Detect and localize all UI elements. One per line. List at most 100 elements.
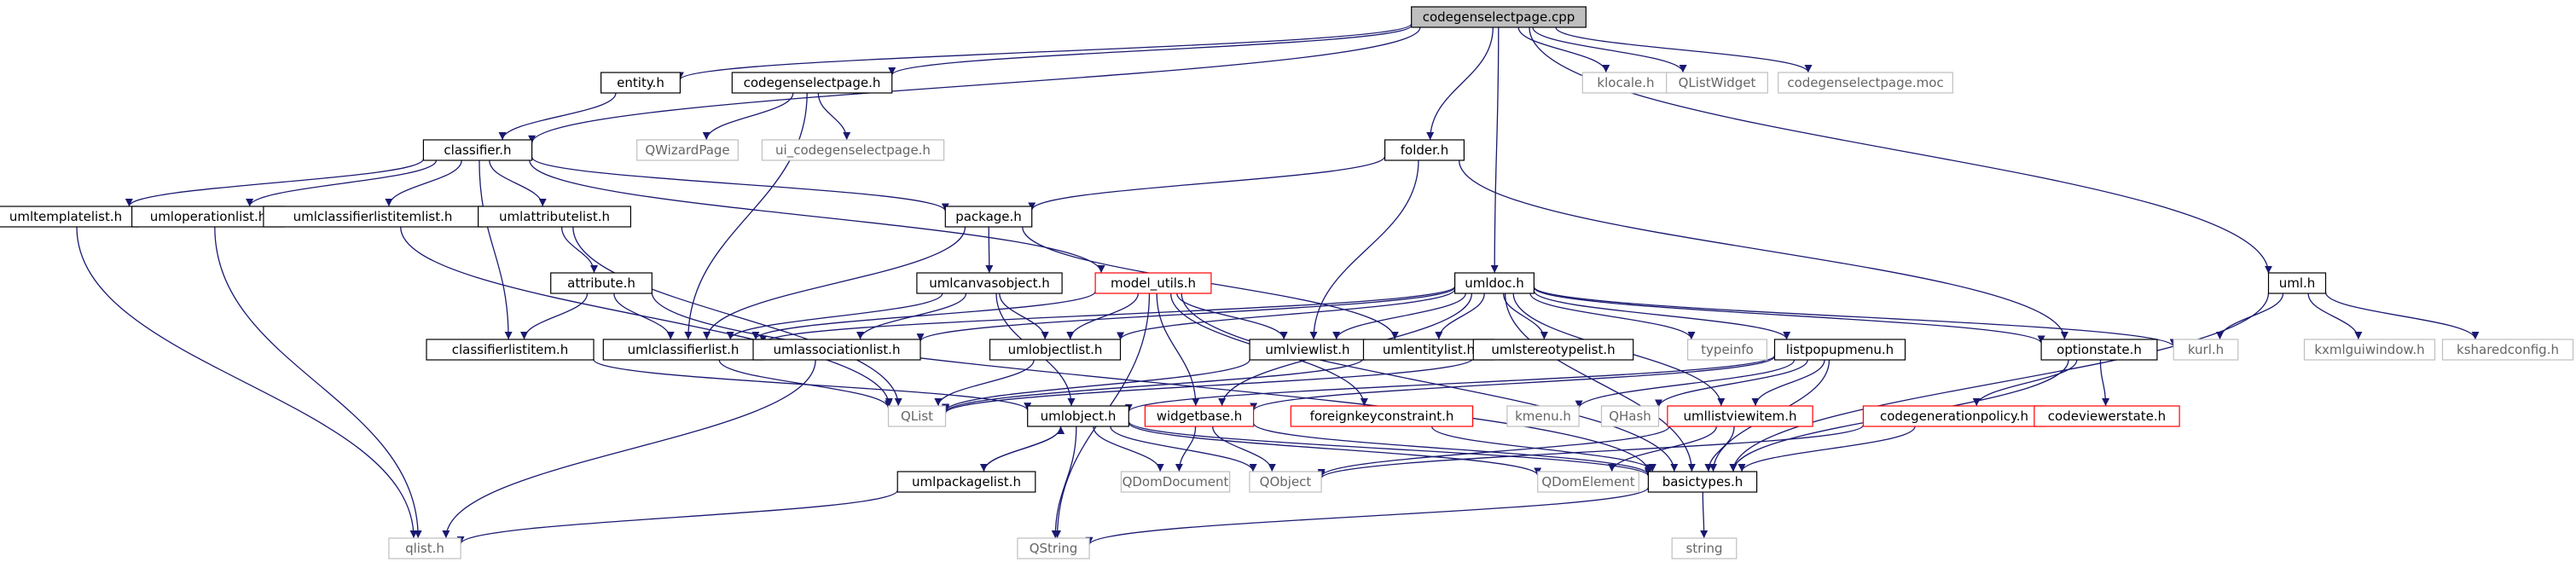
- edge-umldoc_h-to-umlobjectlist_h: [1117, 288, 1456, 340]
- node-label: codeviewerstate.h: [2048, 408, 2166, 424]
- node-label: QWizardPage: [645, 142, 729, 158]
- node-label: umlcanvasobject.h: [929, 275, 1050, 291]
- node-box: [1411, 6, 1587, 28]
- node-umlpackagelist-h[interactable]: umlpackagelist.h: [896, 471, 1036, 493]
- node-umltemplatelist-h[interactable]: umltemplatelist.h: [0, 206, 139, 228]
- node-umllistviewitem-h[interactable]: umllistviewitem.h: [1667, 405, 1813, 427]
- edge-listpopupmenu_h-to-kmenu_h: [1575, 359, 1796, 408]
- node-model-utils-h[interactable]: model_utils.h: [1094, 272, 1212, 294]
- node-qdomdocument: QDomDocument: [1120, 471, 1231, 493]
- node-label: umlstereotypelist.h: [1491, 342, 1615, 357]
- node-classifierlistitem-h[interactable]: classifierlistitem.h: [426, 339, 595, 361]
- edge-umlobject_h-to-qdomelement: [1128, 422, 1542, 476]
- node-root[interactable]: codegenselectpage.cpp: [1411, 6, 1587, 28]
- node-box: [916, 272, 1063, 294]
- node-label: entity.h: [617, 75, 664, 90]
- node-label: uml.h: [2279, 275, 2316, 291]
- node-codeviewerstate-h[interactable]: codeviewerstate.h: [2034, 405, 2180, 427]
- node-box: [477, 206, 631, 228]
- node-qlist-h: qlist.h: [388, 537, 461, 559]
- node-qdomelement: QDomElement: [1537, 471, 1639, 493]
- edge-umlpackagelist_h-to-umlobject_h: [983, 426, 1065, 472]
- node-label: folder.h: [1401, 142, 1448, 158]
- node-label: umloperationlist.h: [150, 209, 267, 224]
- node-box: [2303, 339, 2436, 361]
- node-label: QHash: [1609, 408, 1651, 424]
- node-umlobject-h[interactable]: umlobject.h: [1027, 405, 1129, 427]
- node-umlviewlist-h[interactable]: umlviewlist.h: [1249, 339, 1366, 361]
- node-box: [600, 72, 681, 94]
- node-box: [1667, 405, 1813, 427]
- node-umlattributelist-h[interactable]: umlattributelist.h: [477, 206, 631, 228]
- node-label: kmenu.h: [1515, 408, 1571, 424]
- edge-umldoc_h-to-umlviewlist_h: [1332, 293, 1466, 340]
- edge-codegenselectpage_h-to-qwizardpage: [702, 92, 794, 141]
- node-box: [1249, 471, 1322, 493]
- edge-umldoc_h-to-umlclassifierlist_h: [759, 286, 1456, 344]
- node-entity-h[interactable]: entity.h: [600, 72, 681, 94]
- node-label: kxmlguiwindow.h: [2314, 342, 2424, 357]
- edge-optionstate_h-to-codeviewerstate_h: [2099, 359, 2110, 407]
- node-box: [1773, 339, 1906, 361]
- edge-model_utils_h-to-umlclassifierlist_h: [751, 291, 1096, 340]
- node-umlclassifierlist-h[interactable]: umlclassifierlist.h: [602, 339, 764, 361]
- node-classifier-h[interactable]: classifier.h: [422, 139, 533, 161]
- node-folder-h[interactable]: folder.h: [1384, 139, 1465, 161]
- edge-widgetbase_h-to-qobject: [1212, 426, 1276, 472]
- node-box: [1094, 272, 1212, 294]
- edge-umldoc_h-to-umlassociationlist_h: [916, 287, 1456, 342]
- node-umlstereotypelist-h[interactable]: umlstereotypelist.h: [1472, 339, 1634, 361]
- node-umlobjectlist-h[interactable]: umlobjectlist.h: [989, 339, 1122, 361]
- node-attribute-h[interactable]: attribute.h: [550, 272, 653, 294]
- node-box: [1862, 405, 2046, 427]
- edge-codegenerationpolicy_h-to-qobject: [1317, 424, 1865, 479]
- node-label: widgetbase.h: [1157, 408, 1243, 424]
- node-widgetbase-h[interactable]: widgetbase.h: [1144, 405, 1255, 427]
- node-label: typeinfo: [1701, 342, 1754, 357]
- dependency-edges: [76, 23, 2480, 546]
- node-umldoc-h[interactable]: umldoc.h: [1453, 272, 1535, 294]
- node-uml-h[interactable]: uml.h: [2267, 272, 2327, 294]
- edge-umlobject_h-to-basictypes_h: [1128, 420, 1652, 477]
- edge-root-to-umldoc_h: [1490, 26, 1500, 274]
- node-basictypes-h[interactable]: basictypes.h: [1647, 471, 1758, 493]
- node-umloperationlist-h[interactable]: umloperationlist.h: [131, 206, 286, 228]
- node-label: umlclassifierlistitemlist.h: [293, 209, 453, 224]
- edge-attribute_h-to-umlclassifierlist_h: [613, 293, 675, 340]
- edge-model_utils_h-to-umlobjectlist_h: [1066, 293, 1139, 340]
- node-codegenselectpage-h[interactable]: codegenselectpage.h: [731, 72, 893, 94]
- node-codegenerationpolicy-h[interactable]: codegenerationpolicy.h: [1862, 405, 2046, 427]
- node-box: [2173, 339, 2239, 361]
- node-package-h[interactable]: package.h: [944, 206, 1033, 228]
- edge-root-to-classifier_h: [528, 26, 1421, 143]
- node-umlassociationlist-h[interactable]: umlassociationlist.h: [752, 339, 921, 361]
- node-box: [2267, 272, 2327, 294]
- node-box: [602, 339, 764, 361]
- node-label: umldoc.h: [1465, 275, 1524, 291]
- node-box: [731, 72, 893, 94]
- edge-root-to-folder_h: [1426, 26, 1494, 141]
- node-foreignkeyconstraint-h[interactable]: foreignkeyconstraint.h: [1290, 405, 1474, 427]
- node-label: QString: [1030, 541, 1078, 556]
- edge-umlobjectlist_h-to-qlist: [934, 359, 1035, 407]
- node-umlclassifierlistitemlist-h[interactable]: umlclassifierlistitemlist.h: [263, 206, 483, 228]
- node-listpopupmenu-h[interactable]: listpopupmenu.h: [1773, 339, 1906, 361]
- node-qstring: QString: [1017, 537, 1090, 559]
- node-umlcanvasobject-h[interactable]: umlcanvasobject.h: [916, 272, 1063, 294]
- node-label: umlentitylist.h: [1383, 342, 1475, 357]
- node-optionstate-h[interactable]: optionstate.h: [2040, 339, 2158, 361]
- node-label: umlviewlist.h: [1265, 342, 1349, 357]
- edge-umlassociationlist_h-to-qlist_h: [442, 359, 816, 539]
- edge-umldoc_h-to-kurl_h: [1533, 286, 2178, 348]
- node-box: [989, 339, 1122, 361]
- edge-listpopupmenu_h-to-widgetbase_h: [1250, 356, 1776, 411]
- edge-umldoc_h-to-optionstate_h: [1533, 287, 2045, 345]
- node-label: classifierlistitem.h: [452, 342, 568, 357]
- node-qlistwidget: QListWidget: [1666, 72, 1768, 94]
- edge-root-to-codegenselectpage_h: [888, 25, 1413, 76]
- node-klocale-h: klocale.h: [1581, 72, 1670, 94]
- node-box: [1290, 405, 1474, 427]
- node-label: package.h: [955, 209, 1022, 224]
- edge-folder_h-to-umlviewlist_h: [1309, 159, 1419, 340]
- node-label: umlassociationlist.h: [774, 342, 901, 357]
